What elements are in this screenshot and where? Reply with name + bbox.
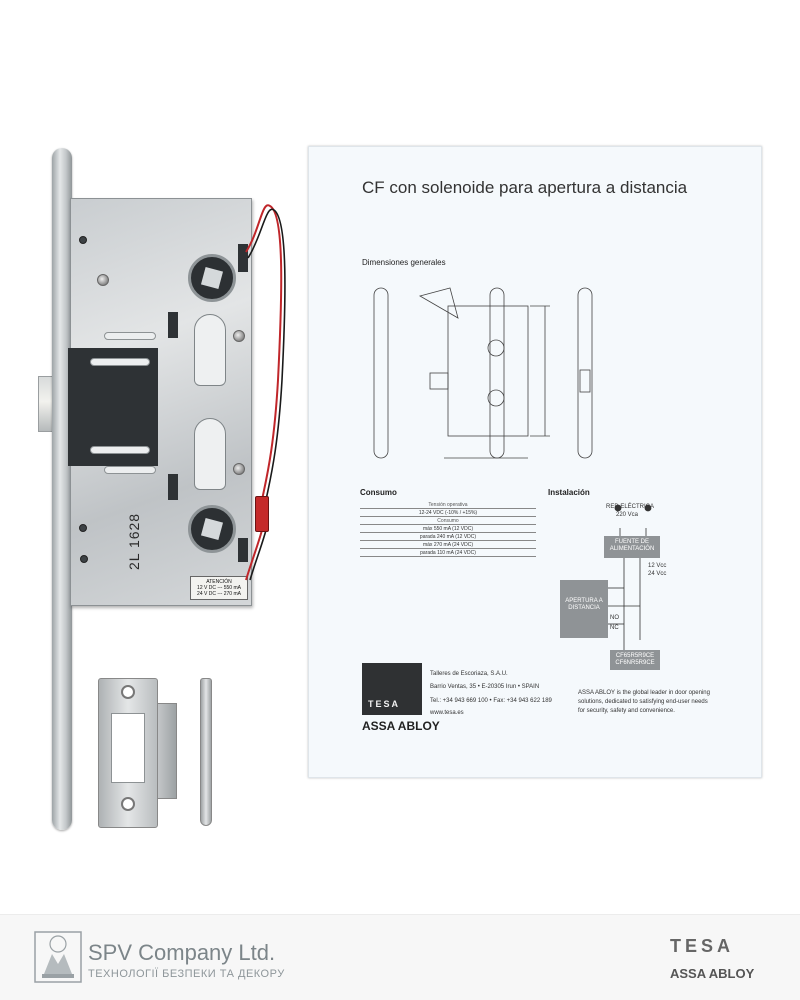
footer-assa-abloy-logo: ASSA ABLOY bbox=[670, 966, 755, 981]
strike-plate bbox=[98, 678, 177, 828]
footer-tesa-logo: TESA bbox=[670, 936, 735, 956]
voltage-sticker: ATENCIÓN 12 V DC --- 550 mA 24 V DC --- … bbox=[190, 576, 248, 600]
company-web: www.tesa.es bbox=[430, 710, 464, 716]
nc-label: NC bbox=[610, 625, 619, 631]
no-label: NO bbox=[610, 615, 619, 621]
sticker-line: 24 V DC --- 270 mA bbox=[197, 591, 241, 597]
tesa-logo-tile: TESA bbox=[362, 663, 422, 715]
catch-part bbox=[168, 474, 178, 500]
strike-screw-hole bbox=[121, 797, 135, 811]
sticker-line: ATENCIÓN bbox=[206, 579, 232, 585]
case-rivet bbox=[97, 274, 109, 286]
consumption-heading: Consumo bbox=[360, 488, 397, 497]
dimensions-heading: Dimensiones generales bbox=[362, 258, 446, 267]
case-slot bbox=[90, 358, 150, 366]
follower-hub-bottom bbox=[188, 505, 236, 553]
case-rivet bbox=[233, 330, 245, 342]
table-row: parada 240 mA (12 VDC) bbox=[360, 533, 536, 541]
spv-shield-icon bbox=[34, 931, 82, 983]
table-row: parada 110 mA (24 VDC) bbox=[360, 549, 536, 557]
clip-part bbox=[238, 244, 248, 272]
assa-description: ASSA ABLOY is the global leader in door … bbox=[578, 690, 710, 696]
assa-description: for security, safety and convenience. bbox=[578, 708, 675, 714]
table-row: máx 270 mA (24 VDC) bbox=[360, 541, 536, 549]
dimensions-drawing bbox=[373, 287, 593, 459]
footer-tagline: ТЕХНОЛОГІЇ БЕЗПЕКИ ТА ДЕКОРУ bbox=[88, 968, 285, 980]
case-rivet bbox=[233, 463, 245, 475]
strike-screw-hole bbox=[121, 685, 135, 699]
cylinder-cutout-top bbox=[194, 314, 226, 386]
table-row: 12-24 VDC (-10% / +15%) bbox=[360, 509, 536, 517]
fuente-box: FUENTE DE ALIMENTACIÓN bbox=[604, 536, 660, 558]
follower-hub-top bbox=[188, 254, 236, 302]
strike-opening bbox=[111, 713, 145, 783]
case-slot bbox=[90, 446, 150, 454]
assa-description: solutions, dedicated to satisfying end-u… bbox=[578, 699, 708, 705]
wire-connector bbox=[255, 496, 269, 532]
consumption-table: Tensión operativa 12-24 VDC (-10% / +15%… bbox=[360, 501, 536, 557]
wiring-diagram bbox=[608, 504, 652, 655]
strike-lip bbox=[157, 703, 177, 799]
table-row: máx 550 mA (12 VDC) bbox=[360, 525, 536, 533]
clip-part bbox=[238, 538, 248, 562]
tesa-tile-text: TESA bbox=[368, 699, 401, 709]
cylinder-cutout-bottom bbox=[194, 418, 226, 490]
company-name: Talleres de Escoriaza, S.A.U. bbox=[430, 671, 508, 677]
voltage-220-label: 220 Vca bbox=[616, 512, 639, 518]
catch-part bbox=[168, 312, 178, 338]
sheet-title: CF con solenoide para apertura a distanc… bbox=[362, 178, 688, 197]
assa-abloy-sheet-logo: ASSA ABLOY bbox=[362, 719, 440, 733]
case-slot bbox=[104, 466, 156, 474]
footer-company-name: SPV Company Ltd. bbox=[88, 940, 276, 965]
case-slot bbox=[104, 332, 156, 340]
red-electrica-label: RED ELÉCTRICA bbox=[606, 504, 655, 510]
case-hole bbox=[79, 524, 87, 532]
model-box: CF65R5R9CE CF6NR5R9CE bbox=[610, 650, 660, 670]
company-phone: Tel.: +34 943 669 100 • Fax: +34 943 622… bbox=[430, 698, 552, 704]
model-code: CF6NR5R9CE bbox=[615, 660, 655, 666]
sticker-line: 12 V DC --- 550 mA bbox=[197, 585, 241, 591]
apertura-box: APERTURA A DISTANCIA bbox=[560, 580, 608, 638]
mounting-screw bbox=[200, 678, 212, 826]
table-row: Tensión operativa bbox=[360, 501, 536, 509]
case-hole bbox=[79, 236, 87, 244]
installation-heading: Instalación bbox=[548, 488, 590, 497]
footer-bar bbox=[0, 914, 800, 1000]
v12-label: 12 Vcc bbox=[648, 563, 667, 569]
model-code: CF65R5R9CE bbox=[615, 653, 655, 659]
table-row: Consumo bbox=[360, 517, 536, 525]
v24-label: 24 Vcc bbox=[648, 571, 667, 577]
company-address: Barrio Ventas, 35 • E-20305 Irun • SPAIN bbox=[430, 684, 540, 690]
lock-faceplate bbox=[52, 148, 72, 830]
case-hole bbox=[80, 555, 88, 563]
